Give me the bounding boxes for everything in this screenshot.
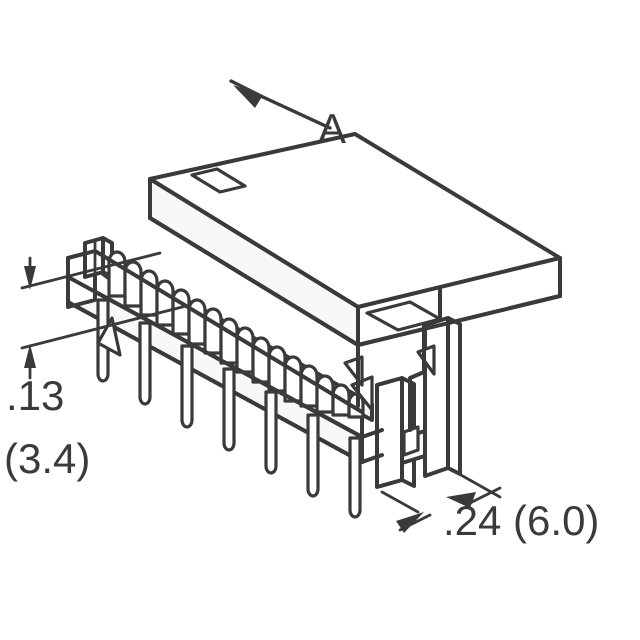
contact-finger: [235, 326, 255, 374]
pin: [180, 344, 194, 429]
housing-front-bottom-edge: [148, 216, 360, 347]
right-end-latch-assembly: [343, 288, 462, 489]
top-slot-left: [190, 167, 247, 194]
dimension-width-label: .24 (6.0): [443, 497, 600, 544]
contact-finger: [299, 364, 319, 408]
dimension-height-label-mm: (3.4): [4, 435, 91, 482]
base-right-close-1: [360, 428, 384, 439]
dimension-A-leader-left: [250, 90, 332, 130]
top-slot-left-shape: [190, 167, 247, 194]
contact-finger: [203, 307, 223, 355]
retention-post-front: [423, 316, 450, 478]
dimension-height-arrowhead-upper: [24, 266, 36, 290]
polarizing-triangle-marker: [96, 316, 122, 357]
dimension-height-arrowhead-lower: [24, 344, 36, 368]
dimension-height-label-inch: .13: [6, 372, 65, 419]
pin: [264, 390, 278, 475]
dimension-width-leader-right: [468, 486, 502, 505]
pin: [138, 321, 152, 406]
dimension-height: [20, 251, 192, 380]
right-end-step-profile: [408, 288, 442, 432]
pin-row: [96, 298, 362, 519]
dimension-width-arrowhead-left: [396, 512, 424, 533]
dimension-height-extension-lower: [20, 303, 192, 350]
dimension-A-label: A: [318, 105, 347, 152]
base-ledge-top-edge: [66, 249, 364, 414]
contact-finger: [251, 336, 271, 384]
pin: [222, 367, 236, 452]
dimension-width: [380, 468, 502, 533]
latch-web-window: [402, 425, 420, 457]
pin: [348, 436, 362, 519]
dimension-width-extension-left: [380, 490, 420, 514]
dimension-height-extension-upper: [20, 251, 162, 290]
base-right-close-2: [360, 453, 384, 464]
base-ledge-mid-edge: [66, 275, 364, 439]
polarizing-triangle-shape: [96, 316, 122, 357]
pin: [306, 413, 320, 498]
contact-finger: [171, 288, 191, 336]
contact-finger: [187, 298, 207, 346]
contact-finger: [219, 317, 239, 365]
contact-finger: [139, 269, 159, 317]
retention-post-side: [446, 316, 462, 476]
contact-finger: [267, 345, 287, 393]
dimension-width-arrowhead-right: [446, 492, 476, 508]
dimension-A-arrowhead-left: [233, 85, 263, 108]
connector-housing: [66, 132, 562, 519]
housing-right-bottom-edge: [356, 294, 562, 347]
